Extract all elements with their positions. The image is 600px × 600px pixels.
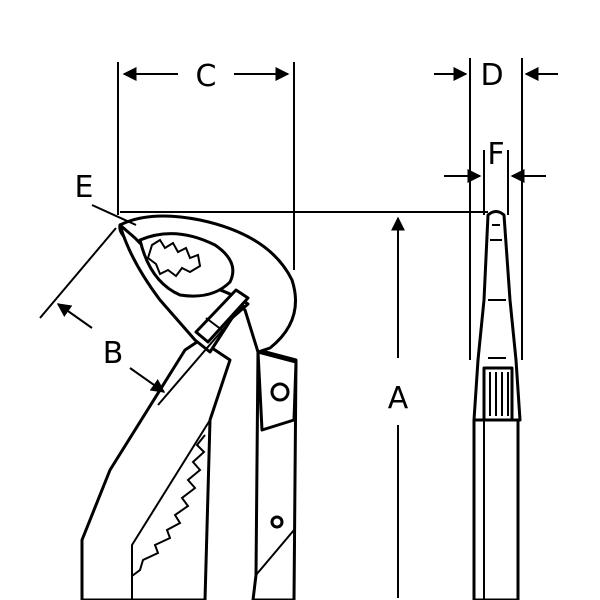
jaw-opening (138, 232, 235, 298)
upper-handle-inner (255, 529, 295, 576)
dimension-f-label: F (487, 137, 504, 172)
sliding-arm (194, 288, 250, 344)
pliers-edge-view (472, 210, 522, 600)
dimension-b-bottom-extension (157, 304, 245, 406)
jaw-teeth (146, 238, 202, 278)
dimension-e-label: E (75, 170, 94, 205)
edge-handle (472, 418, 520, 600)
edge-jaw-detail (488, 224, 506, 359)
dimension-e-leader (91, 204, 137, 226)
dimensions: C D F A E B (39, 58, 558, 598)
edge-grip-ridges (489, 372, 509, 416)
pivot-rivet (270, 382, 290, 402)
lower-handle (80, 338, 232, 600)
pliers-side-view (80, 214, 298, 600)
dimension-b-top-extension (39, 227, 117, 319)
dimension-b-label: B (103, 336, 124, 371)
dimension-b-upper-arrow (56, 303, 93, 329)
dimension-d-label: D (480, 58, 503, 93)
handle-grip-teeth (131, 434, 206, 577)
dimension-a-label: A (388, 381, 409, 416)
handle-inner-edge (131, 419, 211, 600)
handle-rivet (270, 515, 284, 529)
arm-slot (205, 317, 223, 331)
dimension-b-lower-arrow (129, 367, 166, 393)
dimension-c-label: C (196, 59, 217, 94)
